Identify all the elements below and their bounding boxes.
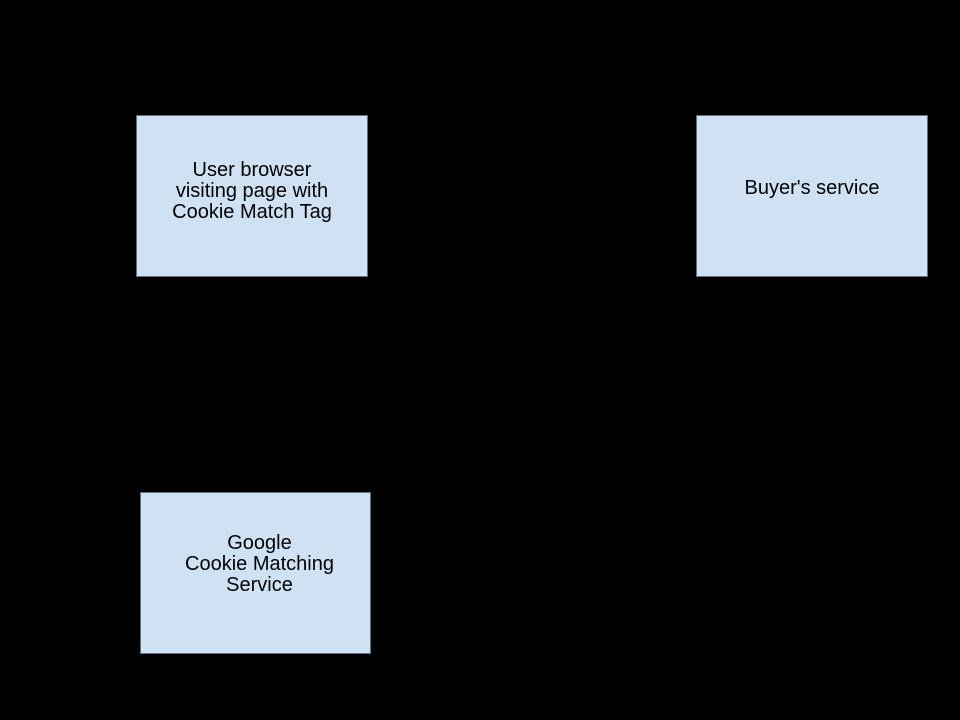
node-buyers-service: Buyer's service (696, 115, 928, 277)
node-user-browser: User browser visiting page with Cookie M… (136, 115, 368, 277)
node-google-cookie-matching-label: Google Cookie Matching Service (185, 531, 334, 596)
node-user-browser-label: User browser visiting page with Cookie M… (172, 158, 332, 223)
node-buyers-service-label: Buyer's service (744, 176, 880, 199)
node-google-cookie-matching: Google Cookie Matching Service (140, 492, 371, 654)
